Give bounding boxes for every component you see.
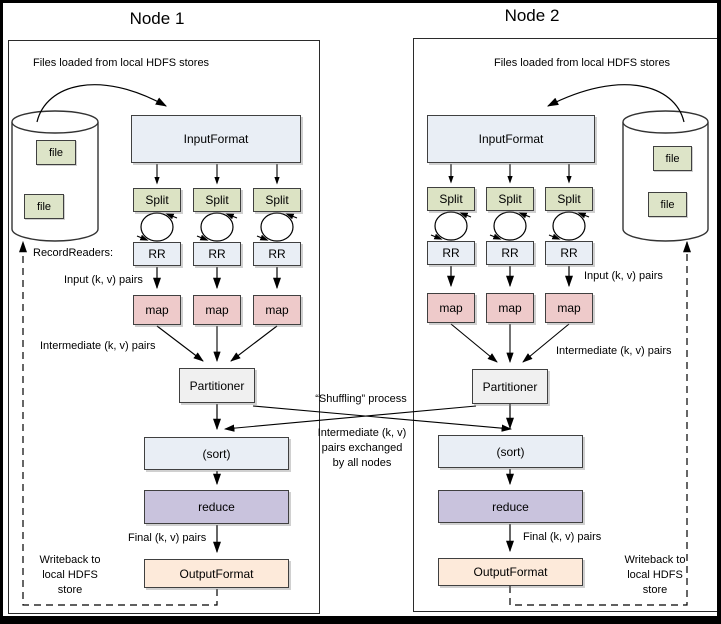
- node2-hdfs-cylinder: [622, 110, 709, 242]
- node1-final-pairs-label: Final (k, v) pairs: [128, 532, 207, 544]
- node1-file-1: file: [36, 140, 76, 165]
- node1-load-arrow: [36, 84, 167, 123]
- node1-outputformat: OutputFormat: [144, 559, 289, 588]
- node1-reduce: reduce: [144, 490, 289, 524]
- node1-split-3: Split: [253, 188, 301, 212]
- shuffle-arrows: [223, 405, 513, 432]
- node1-split-2: Split: [193, 188, 241, 212]
- node2-rr-3: RR: [545, 241, 593, 265]
- node2-reduce: reduce: [438, 490, 583, 523]
- node2-map-1: map: [427, 293, 475, 323]
- node2-final-pairs-label: Final (k, v) pairs: [523, 531, 602, 543]
- node2-map-2: map: [486, 293, 534, 323]
- node1-container: [8, 40, 320, 614]
- node1-title: Node 1: [129, 9, 185, 28]
- node2-rr-2: RR: [486, 241, 534, 265]
- node1-map-2: map: [193, 295, 241, 325]
- node1-map-3: map: [253, 295, 301, 325]
- node2-outputformat: OutputFormat: [438, 558, 583, 586]
- node1-rr-to-map: [153, 267, 281, 290]
- node2-inputformat: InputFormat: [427, 115, 595, 163]
- node2-rr-to-map: [447, 266, 573, 288]
- node1-inputformat: InputFormat: [131, 115, 301, 163]
- node1-recordreaders-label: RecordReaders:: [33, 247, 114, 259]
- node1-hdfs-cylinder: [11, 110, 99, 242]
- node2-partitioner: Partitioner: [472, 369, 548, 404]
- node1-file-2: file: [24, 194, 64, 219]
- node1-rr-3: RR: [253, 242, 301, 266]
- node1-intermediate-pairs-label: Intermediate (k, v) pairs: [40, 340, 156, 352]
- node2-input-pairs-label: Input (k, v) pairs: [584, 270, 663, 282]
- node1-map-1: map: [133, 295, 181, 325]
- node1-sort: (sort): [144, 437, 289, 470]
- node2-split-2: Split: [486, 187, 534, 211]
- node2-split-3: Split: [545, 187, 593, 211]
- node2-load-arrow: [546, 84, 685, 123]
- node1-rr-1: RR: [133, 242, 181, 266]
- node1-split-1: Split: [133, 188, 181, 212]
- node2-map-to-partitioner: [450, 323, 570, 364]
- exchange-label: Intermediate (k, v) pairs exchanged by a…: [317, 427, 407, 469]
- node1-partitioner: Partitioner: [179, 368, 255, 403]
- node2-file-1: file: [653, 146, 692, 171]
- shuffling-label: “Shuffling” process: [315, 393, 407, 405]
- node2-intermediate-pairs-label: Intermediate (k, v) pairs: [556, 345, 672, 357]
- node2-recordreader-loops: [430, 211, 590, 241]
- node2-rr-1: RR: [427, 241, 475, 265]
- node1-inputformat-to-splits: [154, 164, 280, 185]
- node1-writeback-dashed: [19, 240, 218, 606]
- node1-writeback-label: Writeback to local HDFS store: [39, 554, 101, 596]
- node1-recordreader-loops: [136, 212, 298, 242]
- node2-writeback-label: Writeback to local HDFS store: [624, 554, 686, 596]
- node1-rr-2: RR: [193, 242, 241, 266]
- node2-sort: (sort): [438, 435, 583, 468]
- node1-map-to-partitioner: [156, 325, 278, 363]
- node2-inputformat-to-splits: [448, 164, 572, 184]
- node1-hdfs-note: Files loaded from local HDFS stores: [33, 57, 210, 69]
- node2-file-2: file: [648, 192, 687, 217]
- node1-input-pairs-label: Input (k, v) pairs: [64, 274, 143, 286]
- node2-title: Node 2: [504, 6, 560, 25]
- node2-hdfs-note: Files loaded from local HDFS stores: [494, 57, 671, 69]
- node2-writeback-dashed: [509, 240, 691, 606]
- node2-map-3: map: [545, 293, 593, 323]
- node2-split-1: Split: [427, 187, 475, 211]
